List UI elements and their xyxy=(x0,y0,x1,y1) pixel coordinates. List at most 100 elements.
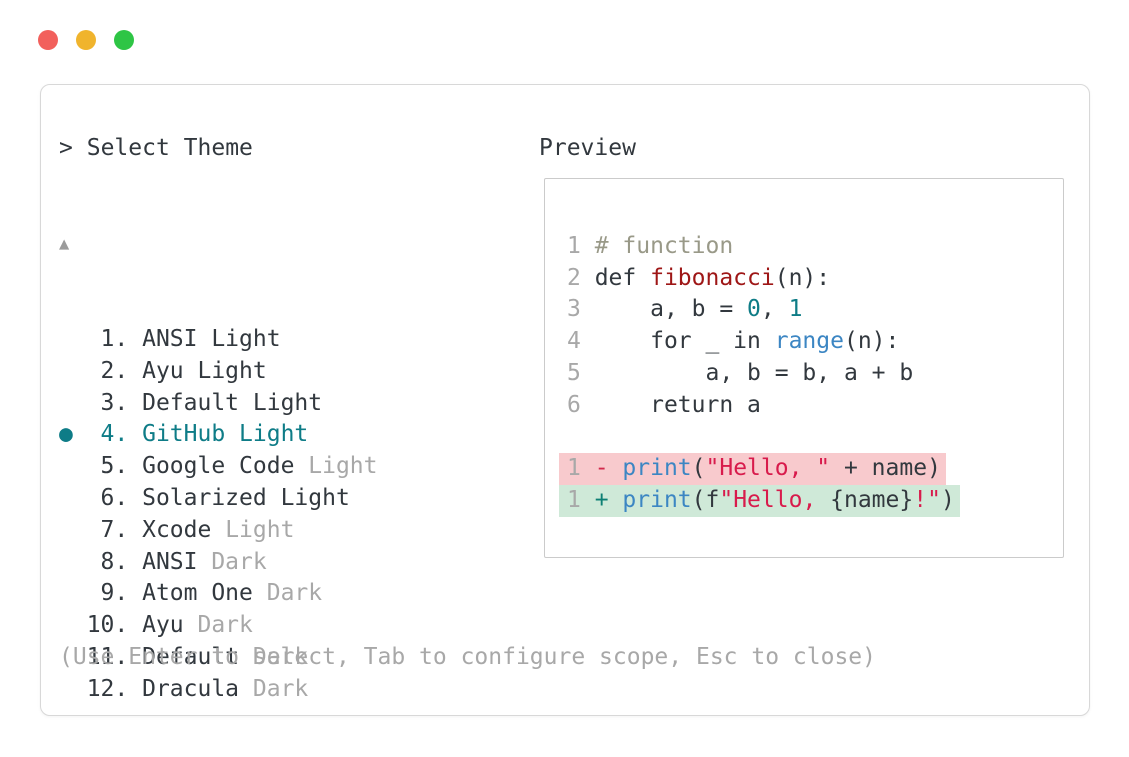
code-token-text: + name) xyxy=(830,455,941,482)
code-token-text: (f xyxy=(691,487,720,514)
theme-option[interactable]: 7. Xcode Light xyxy=(59,515,378,547)
gutter-space xyxy=(59,453,87,479)
gutter-space xyxy=(59,580,87,606)
gutter-space xyxy=(59,390,87,416)
code-line-content: 2 def fibonacci(n): xyxy=(567,263,830,295)
code-token-number: 0 xyxy=(747,296,761,323)
theme-picker-panel: > Select Theme Preview ▲ 1. ANSI Light 2… xyxy=(40,84,1090,716)
code-token-string: !" xyxy=(913,487,941,514)
window-controls xyxy=(38,30,134,50)
theme-option-number: 3. xyxy=(86,389,143,416)
code-token-builtin: print xyxy=(622,487,692,514)
theme-option-number: 7. xyxy=(86,516,143,543)
line-number: 4 xyxy=(567,328,595,355)
theme-option-variant: Dark xyxy=(183,612,253,639)
code-token-builtin: print xyxy=(622,455,692,482)
theme-option-number: 5. xyxy=(86,453,143,480)
theme-option-variant: Dark xyxy=(197,548,267,575)
gutter-space xyxy=(59,549,87,575)
code-token-text: , xyxy=(760,296,789,323)
code-token-text: ) xyxy=(940,487,955,514)
code-token-text: def xyxy=(594,264,651,291)
code-line: 2 def fibonacci(n): xyxy=(567,263,1063,295)
zoom-window-button[interactable] xyxy=(114,30,134,50)
gutter-space xyxy=(59,612,87,638)
line-number: 1 xyxy=(567,487,595,514)
theme-option-number: 12. xyxy=(86,675,143,702)
gutter-space xyxy=(59,485,87,511)
theme-list: ▲ 1. ANSI Light 2. Ayu Light 3. Default … xyxy=(59,165,378,757)
theme-option-name: ANSI xyxy=(142,548,198,575)
theme-option-number: 8. xyxy=(86,548,143,575)
selection-bullet: ● xyxy=(59,421,87,448)
theme-option[interactable]: 1. ANSI Light xyxy=(59,324,378,356)
close-window-button[interactable] xyxy=(38,30,58,50)
theme-option-variant: Light xyxy=(294,453,378,480)
theme-option-number: 1. xyxy=(86,325,143,352)
theme-option-number: 10. xyxy=(86,612,143,639)
theme-option[interactable]: 9. Atom One Dark xyxy=(59,578,378,610)
theme-option[interactable]: ● 4. GitHub Light xyxy=(59,419,378,451)
code-token-comment: # function xyxy=(594,232,734,259)
code-token-text: ( xyxy=(691,455,706,482)
theme-option[interactable]: 8. ANSI Dark xyxy=(59,547,378,579)
help-text: (Use Enter to select, Tab to configure s… xyxy=(59,644,876,670)
theme-option[interactable]: 6. Solarized Light xyxy=(59,483,378,515)
code-line-content: 6 return a xyxy=(567,390,761,422)
code-token-string: "Hello, xyxy=(719,487,831,514)
theme-option-variant: Dark xyxy=(239,675,309,702)
code-line-content: 1 + print(f"Hello, {name}!") xyxy=(559,485,960,517)
code-token-function: fibonacci xyxy=(650,264,775,291)
code-line xyxy=(567,422,1063,454)
code-token-text: return a xyxy=(594,391,761,418)
gutter-space xyxy=(59,358,87,384)
code-token-text: a, b = xyxy=(594,296,748,323)
theme-option-number: 4. xyxy=(86,421,143,448)
code-line-content: 3 a, b = 0, 1 xyxy=(567,294,802,326)
preview-label: Preview xyxy=(539,135,636,161)
theme-option-variant: Dark xyxy=(252,580,323,607)
theme-option[interactable]: 2. Ayu Light xyxy=(59,356,378,388)
minimize-window-button[interactable] xyxy=(76,30,96,50)
theme-option-name: Default Light xyxy=(142,389,323,416)
scroll-up-icon[interactable]: ▲ xyxy=(59,233,70,254)
code-token-text: for _ in xyxy=(594,328,775,355)
code-token-text: a, b = b, a + b xyxy=(594,359,914,386)
theme-option[interactable]: 11. Default Dark xyxy=(59,642,378,674)
theme-option-number: 11. xyxy=(86,643,143,670)
code-line: 6 return a xyxy=(567,390,1063,422)
theme-option-number: 9. xyxy=(86,580,143,607)
theme-option-variant: Dark xyxy=(239,643,309,670)
code-token-text: (n): xyxy=(774,264,831,291)
theme-option-name: Solarized Light xyxy=(142,484,350,511)
code-token-minus: - xyxy=(594,455,623,482)
code-token-builtin: range xyxy=(774,328,844,355)
code-line-content: 4 for _ in range(n): xyxy=(567,326,899,358)
code-line-content: 1 - print("Hello, " + name) xyxy=(559,453,946,486)
line-number: 1 xyxy=(567,232,595,259)
line-number: 6 xyxy=(567,391,595,418)
theme-option[interactable]: 5. Google Code Light xyxy=(59,451,378,483)
gutter-space xyxy=(59,326,87,352)
select-theme-title: Select Theme xyxy=(86,135,253,161)
code-line xyxy=(567,199,1063,231)
line-number: 3 xyxy=(567,296,595,323)
code-line: 3 a, b = 0, 1 xyxy=(567,294,1063,326)
code-line: 1 # function xyxy=(567,231,1063,263)
theme-option[interactable]: 10. Ayu Dark xyxy=(59,610,378,642)
diff-removed-line: 1 - print("Hello, " + name) xyxy=(559,453,1063,486)
theme-option-name: ANSI Light xyxy=(142,325,281,352)
code-line-content: 5 a, b = b, a + b xyxy=(567,358,913,390)
theme-option-name: GitHub Light xyxy=(142,421,309,448)
theme-option-number: 2. xyxy=(86,357,143,384)
code-token-plus: + xyxy=(594,487,623,514)
theme-option-name: Ayu xyxy=(142,612,184,639)
theme-option[interactable]: 12. Dracula Dark xyxy=(59,674,378,706)
theme-option-name: Default xyxy=(142,643,240,670)
code-token-string: "Hello, " xyxy=(705,455,831,482)
theme-option[interactable]: 3. Default Light xyxy=(59,388,378,420)
prompt-chevron: > xyxy=(59,135,73,161)
